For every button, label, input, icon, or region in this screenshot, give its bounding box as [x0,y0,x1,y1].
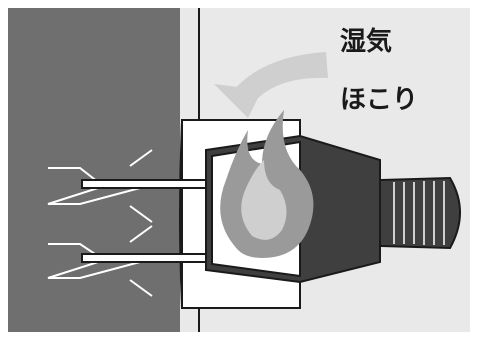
incoming-arrow-body [232,52,328,100]
plug-prong-lower [81,253,223,263]
incoming-arrow-head [214,84,262,118]
wall [8,8,180,332]
plug-cord [379,176,461,250]
flame-icon [220,110,314,258]
label-dust: ほこり [340,85,418,115]
label-moisture: 湿気 [340,26,392,57]
plug-prong-upper [81,179,223,189]
cord-grip-ribs [393,181,445,245]
plug-face-curve [179,121,183,307]
